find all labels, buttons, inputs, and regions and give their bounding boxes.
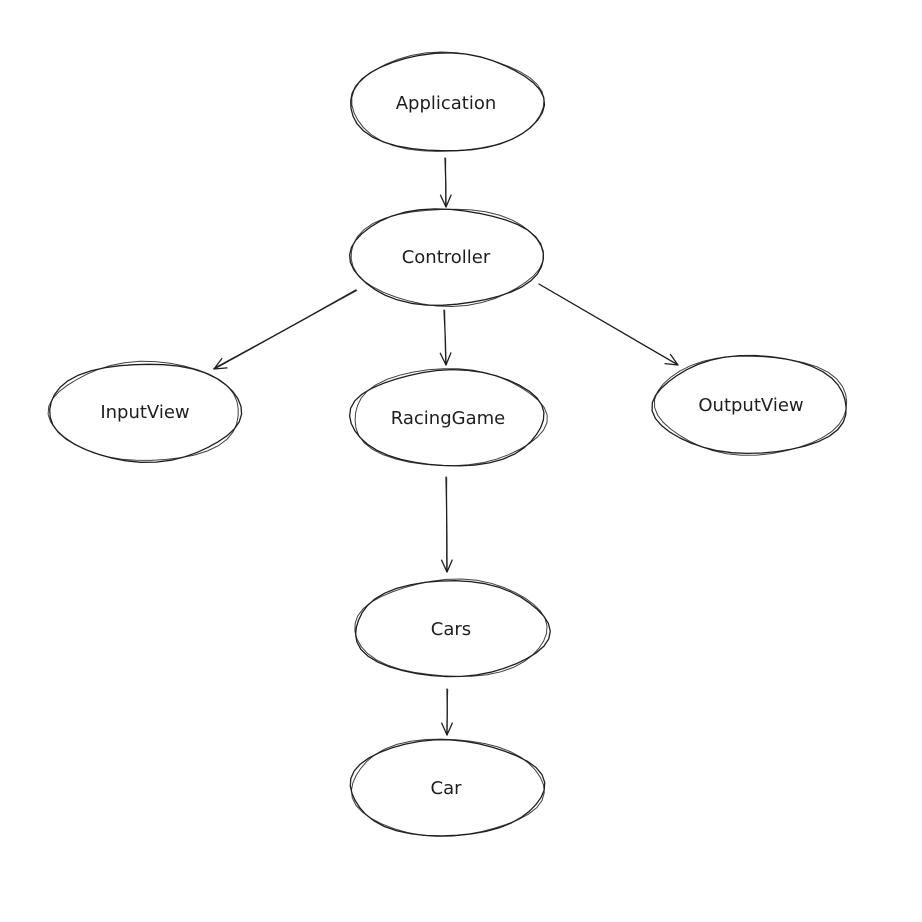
node-ellipse-sketch — [354, 368, 548, 467]
edge-controller-to-outputview — [538, 283, 679, 366]
edge-line-sketch — [446, 689, 449, 735]
node-ellipse — [651, 354, 847, 455]
node-label-controller: Controller — [402, 247, 491, 268]
arrowhead — [441, 722, 453, 736]
node-inputview: InputView — [47, 360, 243, 463]
node-ellipse-sketch — [350, 738, 545, 837]
arrowhead — [213, 357, 228, 370]
node-ellipse — [348, 368, 545, 467]
node-ellipse — [354, 580, 551, 678]
node-application: Application — [350, 51, 546, 152]
edge-cars-to-car — [441, 688, 453, 736]
node-controller: Controller — [348, 208, 545, 308]
node-ellipse-sketch — [654, 355, 848, 456]
node-label-racinggame: RacingGame — [391, 408, 505, 429]
arrowhead — [439, 194, 452, 208]
edge-line-sketch — [213, 290, 358, 369]
arrowhead — [440, 559, 453, 573]
node-ellipse-sketch — [354, 578, 548, 677]
edge-line-sketch — [444, 310, 447, 365]
node-ellipse — [350, 52, 546, 152]
edges-layer — [213, 157, 679, 736]
edge-controller-to-inputview — [213, 289, 358, 370]
edge-line-sketch — [539, 284, 679, 365]
node-label-outputview: OutputView — [698, 395, 803, 416]
node-label-inputview: InputView — [100, 402, 189, 423]
node-ellipse-sketch — [350, 208, 544, 308]
edge-racinggame-to-cars — [440, 476, 453, 573]
arrowhead — [439, 352, 452, 366]
node-label-cars: Cars — [431, 619, 471, 640]
node-racinggame: RacingGame — [348, 368, 548, 467]
node-ellipse-sketch — [351, 51, 545, 152]
node-label-application: Application — [396, 93, 497, 114]
node-label-car: Car — [431, 778, 463, 799]
node-outputview: OutputView — [651, 354, 848, 456]
node-cars: Cars — [354, 578, 551, 678]
edge-controller-to-racinggame — [439, 309, 452, 366]
arrowhead — [664, 353, 679, 366]
edge-application-to-controller — [439, 157, 452, 208]
node-car: Car — [349, 738, 546, 837]
node-ellipse-sketch — [47, 360, 239, 461]
